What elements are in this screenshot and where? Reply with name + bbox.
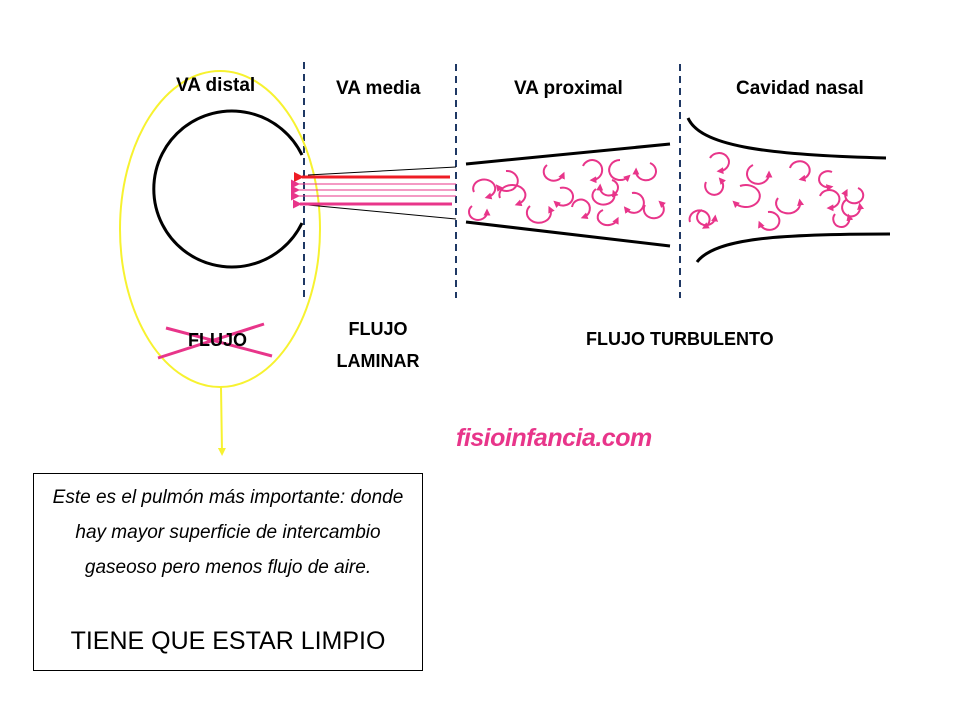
swirl-arrow xyxy=(553,186,574,208)
note-box: Este es el pulmón más importante: donde … xyxy=(33,473,423,671)
flow-label-turbulent: FLUJO TURBULENTO xyxy=(586,329,774,349)
flow-label-laminar-line2: LAMINAR xyxy=(336,351,420,371)
swirl-arrow xyxy=(746,164,773,185)
swirl-arrow xyxy=(498,183,527,207)
media-lower-wall xyxy=(307,204,457,220)
swirl-arrow xyxy=(758,210,781,231)
swirl-arrow xyxy=(495,169,519,192)
distal-highlight-ellipse xyxy=(119,70,321,388)
highlight-pointer-arrow xyxy=(217,386,226,456)
swirl-arrow xyxy=(696,209,719,227)
swirl-arrow xyxy=(789,160,811,182)
watermark-text: fisioinfancia.com xyxy=(456,424,652,452)
flow-label-laminar-line1: FLUJO xyxy=(348,319,408,339)
swirl-arrow xyxy=(525,205,555,224)
nasal-upper-wall xyxy=(686,117,887,160)
zone-label-distal: VA distal xyxy=(176,75,256,96)
swirl-arrow xyxy=(571,198,591,220)
swirl-arrow xyxy=(542,164,565,182)
proximal-lower-wall xyxy=(465,220,671,248)
swirl-arrow xyxy=(688,209,711,229)
swirl-arrow xyxy=(582,159,604,184)
swirl-arrow xyxy=(775,197,805,215)
swirl-arrow xyxy=(596,179,619,197)
flow-label-laminar: FLUJO LAMINAR xyxy=(322,313,434,377)
swirl-arrow xyxy=(818,170,834,192)
cross-out-line-2 xyxy=(157,322,265,360)
swirl-arrow xyxy=(732,184,761,209)
swirl-arrow xyxy=(704,177,726,196)
cross-out-line-1 xyxy=(165,326,273,358)
swirl-arrow xyxy=(608,159,631,182)
note-text: Este es el pulmón más importante: donde … xyxy=(52,487,404,578)
alveolus-outline xyxy=(152,109,304,269)
swirl-arrow xyxy=(832,213,854,228)
zone-label-proximal: VA proximal xyxy=(514,78,623,99)
proximal-upper-wall xyxy=(465,142,671,166)
swirl-arrow xyxy=(472,178,497,200)
swirl-arrow xyxy=(632,162,657,182)
turbulent-swirls xyxy=(468,152,865,231)
swirl-arrow xyxy=(623,191,645,214)
swirl-arrow xyxy=(596,209,619,227)
swirl-arrow xyxy=(841,187,865,205)
zone-label-nasal: Cavidad nasal xyxy=(736,78,864,99)
flow-label-distal: FLUJO xyxy=(188,330,248,350)
swirl-arrow xyxy=(468,205,491,221)
zone-label-media: VA media xyxy=(336,78,421,99)
note-emphasis: TIENE QUE ESTAR LIMPIO xyxy=(70,627,386,655)
swirl-arrow xyxy=(819,189,841,212)
nasal-lower-wall xyxy=(695,232,891,263)
swirl-arrow xyxy=(591,188,619,206)
swirl-arrow xyxy=(642,200,666,220)
swirl-arrow xyxy=(709,152,730,175)
media-upper-wall xyxy=(307,166,457,176)
